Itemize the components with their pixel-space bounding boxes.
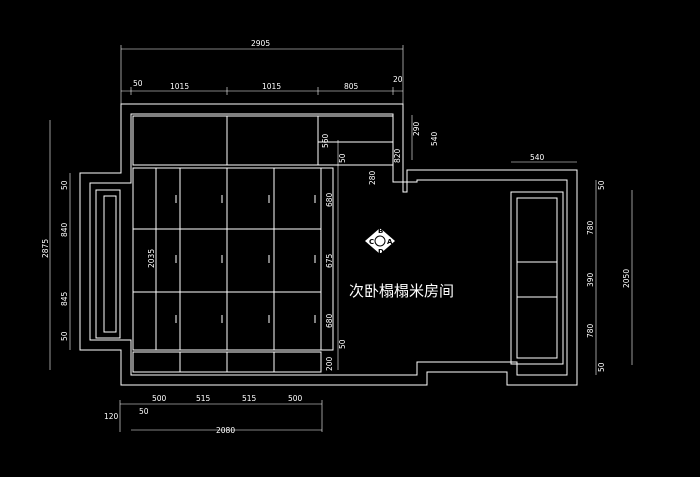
dim-left-1: 50 xyxy=(60,180,69,190)
dim-top-total: 2905 xyxy=(251,39,270,48)
room-title: 次卧榻榻米房间 xyxy=(349,282,454,300)
view-marker xyxy=(365,228,395,254)
right-shelf xyxy=(510,191,564,365)
dim-niche-1: 290 xyxy=(412,121,421,136)
marker-a: A xyxy=(387,238,393,246)
dim-closet-6: 200 xyxy=(325,356,334,371)
inner-wall xyxy=(89,113,568,376)
dim-right-3: 390 xyxy=(586,272,595,287)
dim-top-5: 20 xyxy=(393,75,403,84)
dim-left-4: 50 xyxy=(60,331,69,341)
cabinet-handles xyxy=(175,195,316,323)
dim-right-5: 50 xyxy=(597,362,606,372)
dim-left-total: 2875 xyxy=(41,239,50,258)
dim-closet-3: 675 xyxy=(325,253,334,268)
dim-right-2: 780 xyxy=(586,220,595,235)
top-cabinet xyxy=(132,115,394,166)
dim-bottom-1: 500 xyxy=(152,394,167,403)
dim-right-1: 50 xyxy=(597,180,606,190)
marker-c: C xyxy=(369,238,374,246)
dim-top-1: 50 xyxy=(133,79,143,88)
dim-niche-2: 540 xyxy=(430,131,439,146)
dim-niche-3: 820 xyxy=(393,148,402,163)
dim-closet-2: 680 xyxy=(325,192,334,207)
dim-closet-4: 680 xyxy=(325,313,334,328)
dim-closet-5: 50 xyxy=(338,339,347,349)
dim-closet-1: 560 xyxy=(321,133,330,148)
dim-right-4: 780 xyxy=(586,323,595,338)
marker-d: D xyxy=(378,248,384,256)
dim-bottom-total: 2080 xyxy=(216,426,235,435)
dim-bottom-3: 515 xyxy=(242,394,257,403)
bay-window xyxy=(95,189,121,339)
dim-bottom-2: 515 xyxy=(196,394,211,403)
dim-small-1: 50 xyxy=(338,153,347,163)
dim-top-2: 1015 xyxy=(170,82,189,91)
closet-divider xyxy=(320,167,334,351)
dim-top-4: 805 xyxy=(344,82,359,91)
dim-right-depth: 540 xyxy=(530,153,545,162)
dim-bottom-left-1: 120 xyxy=(104,412,119,421)
outer-wall xyxy=(79,103,578,386)
dim-bottom-left-2: 50 xyxy=(139,407,149,416)
dimension-lines xyxy=(49,45,633,432)
marker-b: B xyxy=(378,227,383,235)
dim-small-2: 280 xyxy=(368,170,377,185)
dim-left-3: 845 xyxy=(60,291,69,306)
dim-left-2: 840 xyxy=(60,222,69,237)
dim-bottom-4: 500 xyxy=(288,394,303,403)
dim-right-total: 2050 xyxy=(622,269,631,288)
dim-inner-height: 2035 xyxy=(147,249,156,268)
bay-window-inner xyxy=(103,195,117,333)
dim-top-3: 1015 xyxy=(262,82,281,91)
